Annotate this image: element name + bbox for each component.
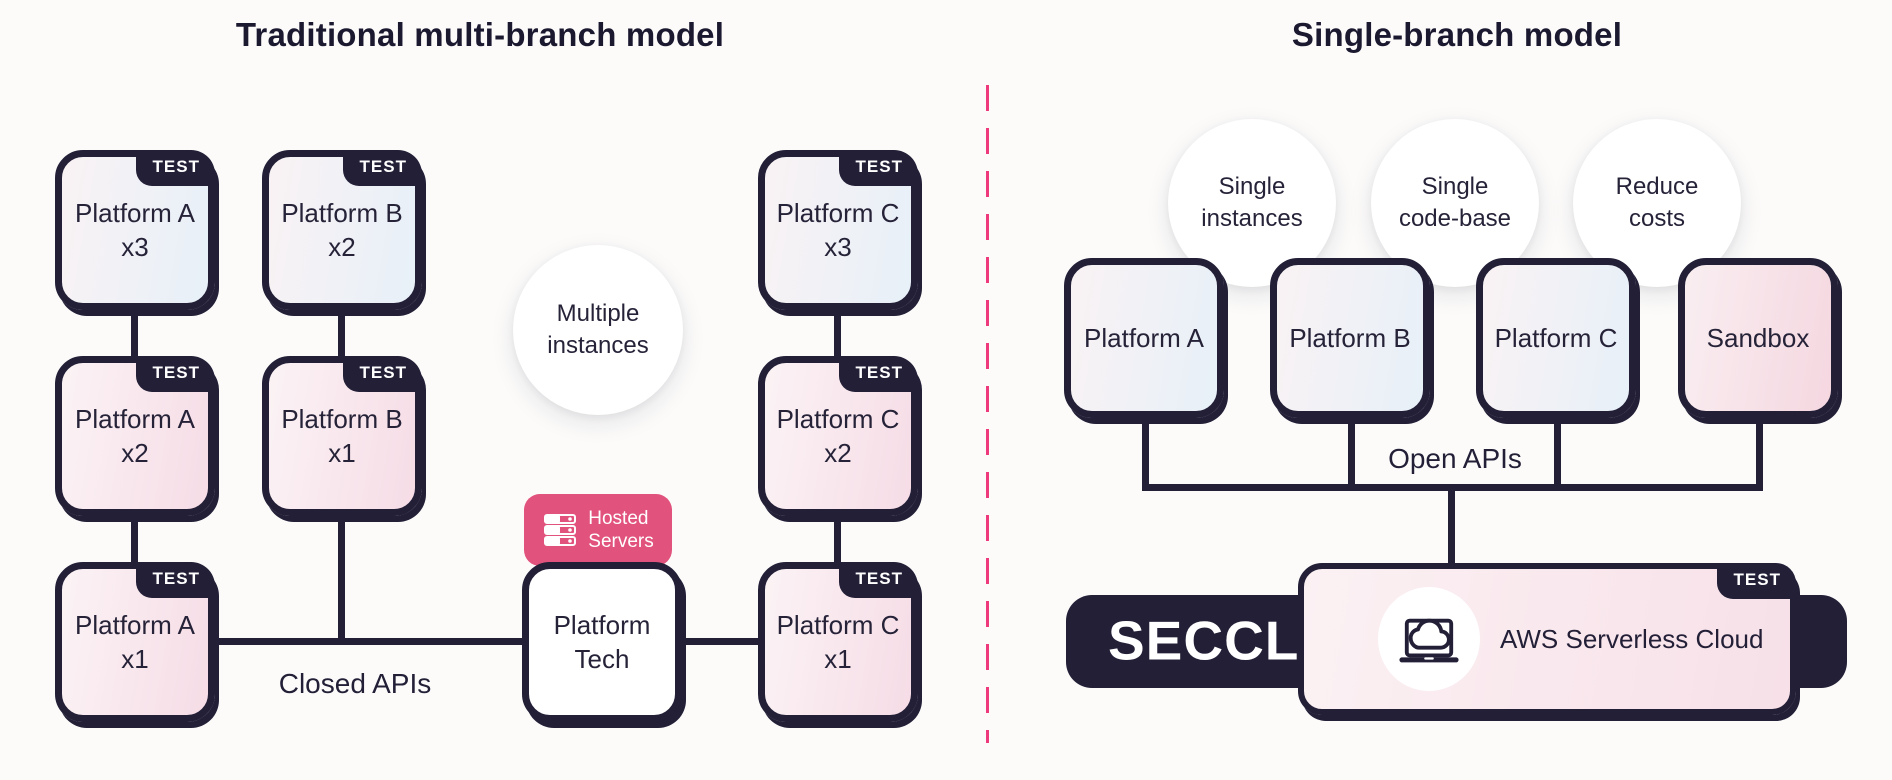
- closed-api-bus-left: [215, 638, 522, 645]
- card-sandbox: Sandbox: [1678, 258, 1838, 418]
- card-label: Sandbox: [1685, 265, 1831, 411]
- platform-name: Platform C: [776, 403, 900, 434]
- platform-name: Platform: [553, 609, 651, 640]
- connector-b2-bus: [338, 516, 345, 645]
- connector-rc-bus: [1554, 416, 1561, 491]
- card-label: Platform B x2: [269, 157, 415, 303]
- card-right-platform-a: Platform A: [1064, 258, 1224, 418]
- card-label: Platform C x1: [765, 569, 911, 715]
- connector-rb-bus: [1348, 416, 1355, 491]
- card-platform-c-x2: TEST Platform C x2: [758, 356, 918, 516]
- card-label: Platform C x2: [765, 363, 911, 509]
- server-stack-icon: [544, 514, 577, 546]
- card-platform-a-x1: TEST Platform A x1: [55, 562, 215, 722]
- test-badge: TEST: [135, 150, 215, 186]
- platform-name: Platform A: [1084, 322, 1204, 353]
- platform-name: Platform C: [1494, 322, 1618, 353]
- platform-qty: x2: [824, 438, 852, 468]
- platform-name: Platform B: [1289, 322, 1411, 353]
- platform-name: Platform C: [776, 609, 900, 640]
- test-badge: TEST: [838, 150, 918, 186]
- test-badge: TEST: [838, 356, 918, 392]
- hosted-servers-label: Hosted Servers: [588, 507, 653, 553]
- card-label: Platform A x2: [62, 363, 208, 509]
- test-badge: TEST: [135, 356, 215, 392]
- card-label: Platform B: [1277, 265, 1423, 411]
- platform-name: Platform A: [75, 403, 195, 434]
- card-platform-a-x3: TEST Platform A x3: [55, 150, 215, 310]
- open-apis-label: Open APIs: [1388, 443, 1522, 474]
- platform-qty: x2: [121, 438, 149, 468]
- card-label: Platform A: [1071, 265, 1217, 411]
- card-label: Platform Tech: [529, 569, 675, 715]
- bubble-multiple-instances: Multiple instances: [513, 245, 683, 415]
- platform-qty: x1: [328, 438, 356, 468]
- platform-name: Platform C: [776, 197, 900, 228]
- seccl-logo: SECCL: [1108, 609, 1300, 672]
- card-right-platform-b: Platform B: [1270, 258, 1430, 418]
- connector-a1-a2: [131, 310, 138, 356]
- bubble-text: Single: [1421, 172, 1489, 200]
- bubble-text: costs: [1628, 205, 1685, 232]
- platform-name: Platform A: [75, 609, 195, 640]
- platform-name: Platform A: [75, 197, 195, 228]
- platform-qty: x3: [121, 232, 149, 262]
- card-label: Platform A x1: [62, 569, 208, 715]
- bubble-text: code-base: [1398, 205, 1512, 232]
- closed-api-bus-right: [686, 638, 758, 645]
- platform-qty: x1: [824, 644, 852, 674]
- platform-qty: x2: [328, 232, 356, 262]
- card-aws-serverless-cloud: TEST AWS Serverless Cloud: [1298, 563, 1796, 715]
- test-badge: TEST: [342, 150, 422, 186]
- bubble-text: instances: [1201, 205, 1303, 232]
- cloud-laptop-icon-circle: [1378, 587, 1480, 691]
- connector-c1-c2: [834, 310, 841, 356]
- hosted-servers-badge: Hosted Servers: [524, 494, 672, 566]
- left-title: Traditional multi-branch model: [235, 16, 725, 53]
- connector-a2-a3: [131, 516, 138, 562]
- card-label: Platform C: [1483, 265, 1629, 411]
- bubble-text: instances: [547, 332, 649, 359]
- right-title: Single-branch model: [1291, 16, 1623, 53]
- laptop-cloud-icon: [1399, 618, 1459, 663]
- card-label: Platform A x3: [62, 157, 208, 303]
- hosted-line: Servers: [588, 531, 654, 552]
- card-platform-b-x2: TEST Platform B x2: [262, 150, 422, 310]
- card-platform-tech: Platform Tech: [522, 562, 682, 722]
- connector-bus-cloud: [1448, 484, 1455, 569]
- card-platform-c-x3: TEST Platform C x3: [758, 150, 918, 310]
- platform-qty: x3: [824, 232, 852, 262]
- hosted-line: Hosted: [588, 507, 649, 529]
- connector-b1-b2: [338, 310, 345, 356]
- card-label: Platform C x3: [765, 157, 911, 303]
- platform-qty: x1: [121, 644, 149, 674]
- bubble-text: Single: [1218, 172, 1286, 200]
- card-right-platform-c: Platform C: [1476, 258, 1636, 418]
- test-badge: TEST: [838, 562, 918, 598]
- bubble-text: Reduce: [1615, 172, 1699, 200]
- connector-sandbox-bus: [1756, 416, 1763, 491]
- connector-c2-c3: [834, 516, 841, 562]
- aws-serverless-cloud-label: AWS Serverless Cloud: [1500, 623, 1764, 654]
- card-label: Platform B x1: [269, 363, 415, 509]
- test-badge: TEST: [1716, 563, 1796, 599]
- test-badge: TEST: [135, 562, 215, 598]
- platform-name: Platform B: [281, 197, 403, 228]
- card-platform-b-x1: TEST Platform B x1: [262, 356, 422, 516]
- platform-name: Sandbox: [1706, 322, 1810, 353]
- closed-apis-label: Closed APIs: [278, 668, 432, 699]
- platform-name: Platform B: [281, 403, 403, 434]
- bubble-text: Multiple: [556, 299, 640, 327]
- section-divider: [986, 85, 989, 743]
- platform-name: Tech: [574, 644, 630, 674]
- card-platform-a-x2: TEST Platform A x2: [55, 356, 215, 516]
- connector-ra-bus: [1142, 416, 1149, 491]
- card-platform-c-x1: TEST Platform C x1: [758, 562, 918, 722]
- test-badge: TEST: [342, 356, 422, 392]
